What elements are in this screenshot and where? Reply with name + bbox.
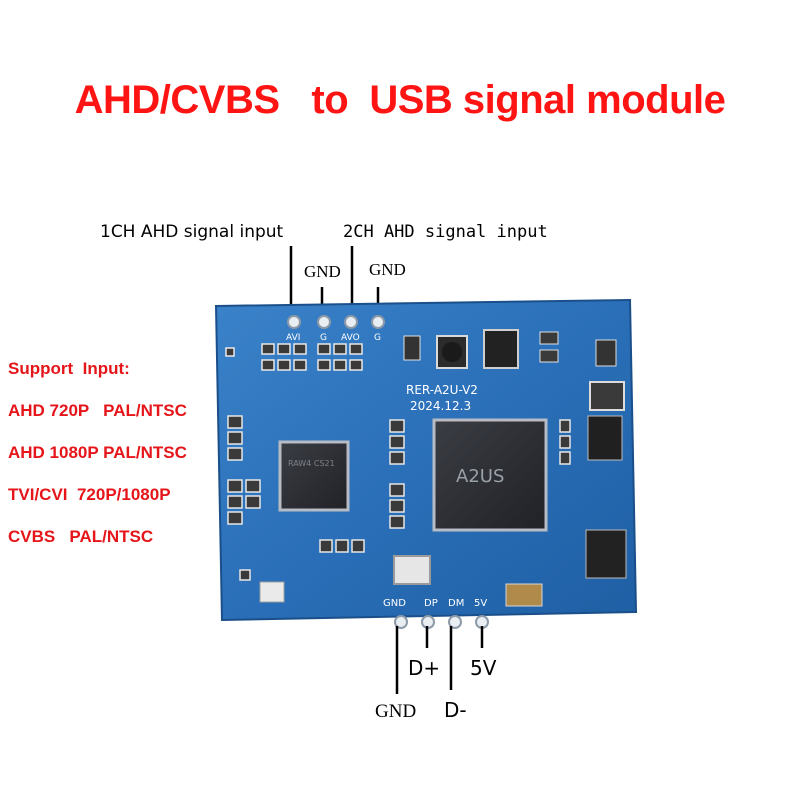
main-chip: A2US xyxy=(432,418,548,532)
svg-text:RER-A2U-V2: RER-A2U-V2 xyxy=(406,383,478,397)
board-passives xyxy=(227,415,571,581)
decoder-chip: RAW4 CS21 xyxy=(278,440,350,512)
gnd-bottom-label: GND xyxy=(375,701,417,722)
power-components xyxy=(403,329,625,461)
support-item-1: AHD 720P PAL/NTSC xyxy=(8,401,187,420)
svg-text:DP: DP xyxy=(424,598,438,609)
dplus-label: D+ xyxy=(408,656,441,680)
svg-text:RAW4 CS21: RAW4 CS21 xyxy=(288,459,335,468)
top-pin-silkscreen: AVI G AVO G xyxy=(286,333,381,343)
support-item-3: TVI/CVI 720P/1080P xyxy=(8,485,171,504)
page-title: AHD/CVBS to USB signal module xyxy=(74,78,726,122)
main-chip-label: A2US xyxy=(456,466,504,487)
5v-label: 5V xyxy=(470,656,497,680)
bottom-pin-pads xyxy=(394,615,489,629)
support-heading: Support Input: xyxy=(8,359,130,378)
dminus-label: D- xyxy=(444,698,467,722)
svg-text:AVO: AVO xyxy=(341,333,360,343)
top-pin-pads xyxy=(287,315,385,329)
svg-text:5V: 5V xyxy=(474,598,487,609)
ch2-input-label: 2CH AHD signal input xyxy=(343,222,548,242)
board-silkscreen: RER-A2U-V2 2024.12.3 xyxy=(406,383,478,413)
flash-and-crystal xyxy=(259,529,627,607)
svg-text:AVI: AVI xyxy=(286,333,300,343)
svg-text:2024.12.3: 2024.12.3 xyxy=(410,399,471,413)
support-item-4: CVBS PAL/NTSC xyxy=(8,527,154,546)
gnd2-label: GND xyxy=(369,260,406,279)
support-item-2: AHD 1080P PAL/NTSC xyxy=(8,443,187,462)
svg-text:DM: DM xyxy=(448,598,464,609)
svg-text:GND: GND xyxy=(383,598,406,609)
gnd1-label: GND xyxy=(304,262,341,281)
svg-text:G: G xyxy=(374,333,381,343)
ch1-input-label: 1CH AHD signal input xyxy=(100,222,284,242)
input-passives xyxy=(225,343,363,371)
svg-text:G: G xyxy=(320,333,327,343)
bottom-pin-silkscreen: GND DP DM 5V xyxy=(383,598,487,609)
